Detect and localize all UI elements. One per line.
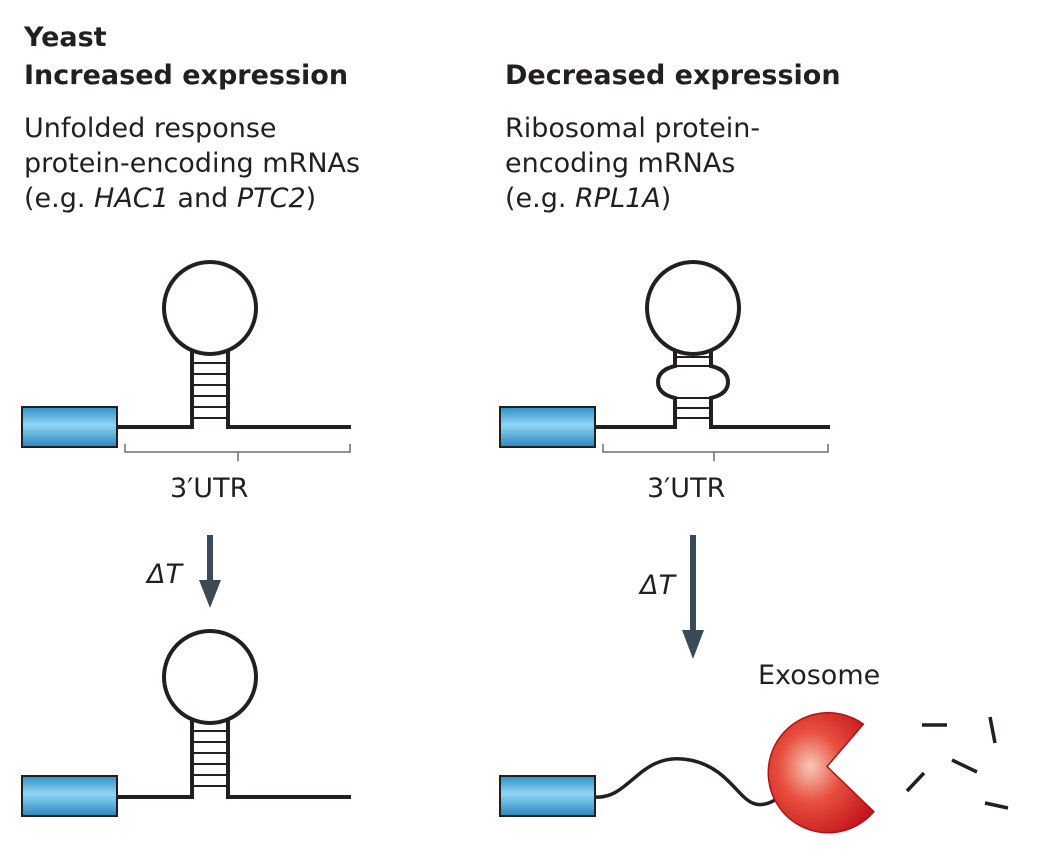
rna-fragment xyxy=(951,758,978,774)
right-arrow-label: ΔT xyxy=(638,570,677,601)
left-example-open: (e.g. xyxy=(24,183,95,214)
organism-label: Yeast xyxy=(24,22,107,53)
left-bottom-stem-rungs xyxy=(192,730,228,787)
left-utr-bracket xyxy=(124,444,351,461)
exosome-icon xyxy=(767,711,875,834)
rna-fragment xyxy=(984,801,1009,810)
increased-expression-heading: Increased expression xyxy=(24,60,349,91)
left-mrna-top xyxy=(21,260,351,461)
right-example-close: ) xyxy=(660,183,672,214)
gene-rpl1a: RPL1A xyxy=(575,183,661,214)
left-bottom-coding-region xyxy=(21,775,118,817)
left-top-stem-rungs xyxy=(192,362,228,419)
left-desc-line1: Unfolded response xyxy=(24,113,277,144)
right-utr-bracket xyxy=(602,444,829,461)
right-delta-t-arrow xyxy=(682,535,704,659)
right-mrna-top xyxy=(499,260,830,461)
left-desc-line2: protein-encoding mRNAs xyxy=(24,148,361,179)
left-utr-label: 3′UTR xyxy=(170,473,248,504)
left-top-coding-region xyxy=(21,406,118,448)
right-desc-line1: Ribosomal protein- xyxy=(505,113,761,144)
right-top-hairpin xyxy=(595,260,830,429)
right-bottom-coding-region xyxy=(499,775,596,817)
right-example-open: (e.g. xyxy=(505,183,576,214)
left-example-close: ) xyxy=(305,183,317,214)
right-utr-label: 3′UTR xyxy=(647,473,725,504)
unfolded-rna-strand xyxy=(594,756,817,807)
exosome-label: Exosome xyxy=(758,660,880,691)
left-arrow-label: ΔT xyxy=(145,559,184,590)
left-mrna-bottom xyxy=(21,629,351,817)
left-top-hairpin xyxy=(117,260,351,429)
right-top-coding-region xyxy=(499,406,596,448)
rna-fragment xyxy=(988,716,997,744)
left-delta-t-arrow xyxy=(199,535,221,608)
right-top-stem-rungs xyxy=(675,356,711,419)
gene-hac1: HAC1 xyxy=(94,183,169,214)
left-desc-line3: (e.g. HAC1 and PTC2) xyxy=(24,181,316,216)
gene-separator: and xyxy=(168,183,237,214)
right-mrna-bottom xyxy=(499,756,817,817)
left-bottom-hairpin xyxy=(117,629,351,799)
right-desc-line3: (e.g. RPL1A) xyxy=(505,181,671,216)
decreased-expression-heading: Decreased expression xyxy=(505,60,841,91)
gene-ptc2: PTC2 xyxy=(236,183,306,214)
rna-fragments xyxy=(905,716,1009,810)
rna-fragment xyxy=(905,771,926,793)
right-desc-line2: encoding mRNAs xyxy=(505,148,736,179)
